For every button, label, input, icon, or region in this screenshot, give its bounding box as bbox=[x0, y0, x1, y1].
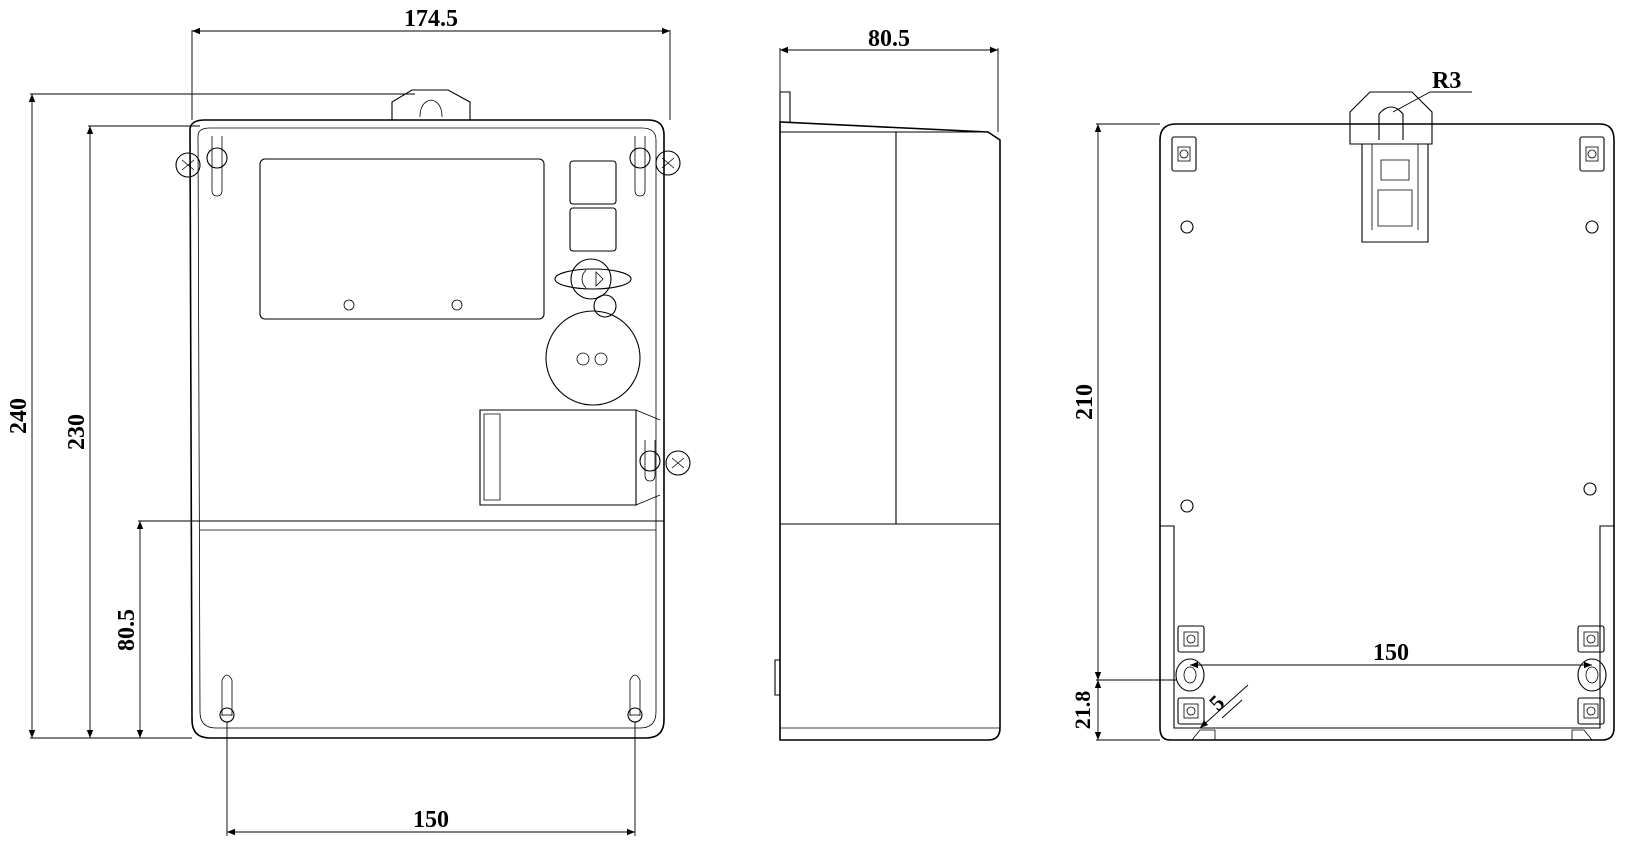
rear-mount-slot-left bbox=[1175, 658, 1205, 692]
rear-terminal-bottom-left bbox=[1177, 697, 1205, 725]
side-body-outline bbox=[779, 121, 1001, 741]
rear-terminal-top-left bbox=[1171, 136, 1197, 172]
rear-dim-leader-radius bbox=[1392, 91, 1431, 113]
front-dim-width: 174.5 bbox=[404, 6, 458, 32]
rear-dim-bottom-offset: 21.8 bbox=[1070, 691, 1095, 730]
rear-mount-slot-right bbox=[1577, 658, 1607, 692]
front-bottom-screw-left bbox=[219, 674, 235, 723]
rear-dim-radius: R3 bbox=[1432, 68, 1461, 94]
front-card-cover-edge-2 bbox=[635, 494, 661, 506]
front-dim-lower: 80.5 bbox=[114, 609, 140, 651]
front-seal-screw-top-left bbox=[175, 136, 228, 197]
rear-terminal-top-right bbox=[1579, 136, 1605, 172]
side-bottom-tab bbox=[774, 659, 780, 696]
rear-dim-height: 210 bbox=[1072, 384, 1098, 420]
rear-terminal-bottom-right bbox=[1577, 697, 1605, 725]
rear-dim-slot: 5 bbox=[1204, 690, 1229, 715]
front-card-cover-edge bbox=[635, 409, 661, 421]
front-top-hook bbox=[391, 89, 471, 120]
rear-terminal-mid-left bbox=[1177, 625, 1205, 653]
front-knob-arc bbox=[581, 269, 587, 289]
front-body-inner bbox=[197, 127, 657, 729]
front-knob-seal-screw bbox=[593, 294, 617, 318]
front-knob bbox=[570, 258, 612, 300]
front-optical-led-left bbox=[576, 352, 590, 366]
rear-hole-1 bbox=[1180, 220, 1194, 234]
rear-terminal-mid-right bbox=[1577, 625, 1605, 653]
front-display-led-left bbox=[343, 299, 355, 311]
front-seal-screw-top-right bbox=[629, 136, 681, 197]
front-seal-screw-cover bbox=[639, 440, 691, 482]
rear-hook-bracket-inner bbox=[1371, 144, 1419, 230]
rear-hole-2 bbox=[1585, 220, 1599, 234]
front-bottom-screw-right bbox=[627, 674, 643, 723]
rear-view: R3 210 21.8 150 5 bbox=[1070, 68, 1615, 741]
front-knob-arrow bbox=[595, 271, 604, 287]
front-dim-outer-height: 240 bbox=[6, 398, 32, 434]
side-hook bbox=[779, 91, 791, 122]
front-dim-bottom: 150 bbox=[413, 807, 449, 833]
front-hook-hole bbox=[419, 99, 443, 118]
side-view: 80.5 bbox=[774, 26, 1001, 741]
rear-hook-bracket bbox=[1361, 144, 1429, 243]
front-optical-port bbox=[545, 310, 641, 406]
front-dim-body-height: 230 bbox=[64, 414, 90, 450]
rear-hook-slot bbox=[1378, 106, 1404, 140]
front-button-bottom bbox=[569, 207, 617, 252]
front-display-led-right bbox=[451, 299, 463, 311]
side-dim-depth: 80.5 bbox=[868, 26, 910, 52]
rear-dim-hole-spacing: 150 bbox=[1373, 640, 1409, 666]
front-optical-led-right bbox=[594, 352, 608, 366]
rear-dim-line-slot bbox=[1199, 684, 1249, 729]
rear-hole-3 bbox=[1180, 499, 1194, 513]
rear-top-hook bbox=[1349, 91, 1433, 145]
rear-hole-4 bbox=[1583, 482, 1597, 496]
front-knob-base bbox=[554, 268, 632, 290]
front-card-cover-inner bbox=[483, 413, 501, 501]
rear-lower-channel bbox=[1160, 525, 1614, 729]
rear-bottom-feet bbox=[1191, 729, 1593, 741]
front-button-top bbox=[569, 160, 617, 205]
front-card-cover bbox=[479, 409, 637, 506]
rear-body-outline bbox=[1159, 123, 1615, 741]
front-body-outline bbox=[189, 119, 665, 739]
front-view: 174.5 240 230 80.5 150 bbox=[6, 6, 691, 836]
front-display-window bbox=[259, 158, 545, 320]
